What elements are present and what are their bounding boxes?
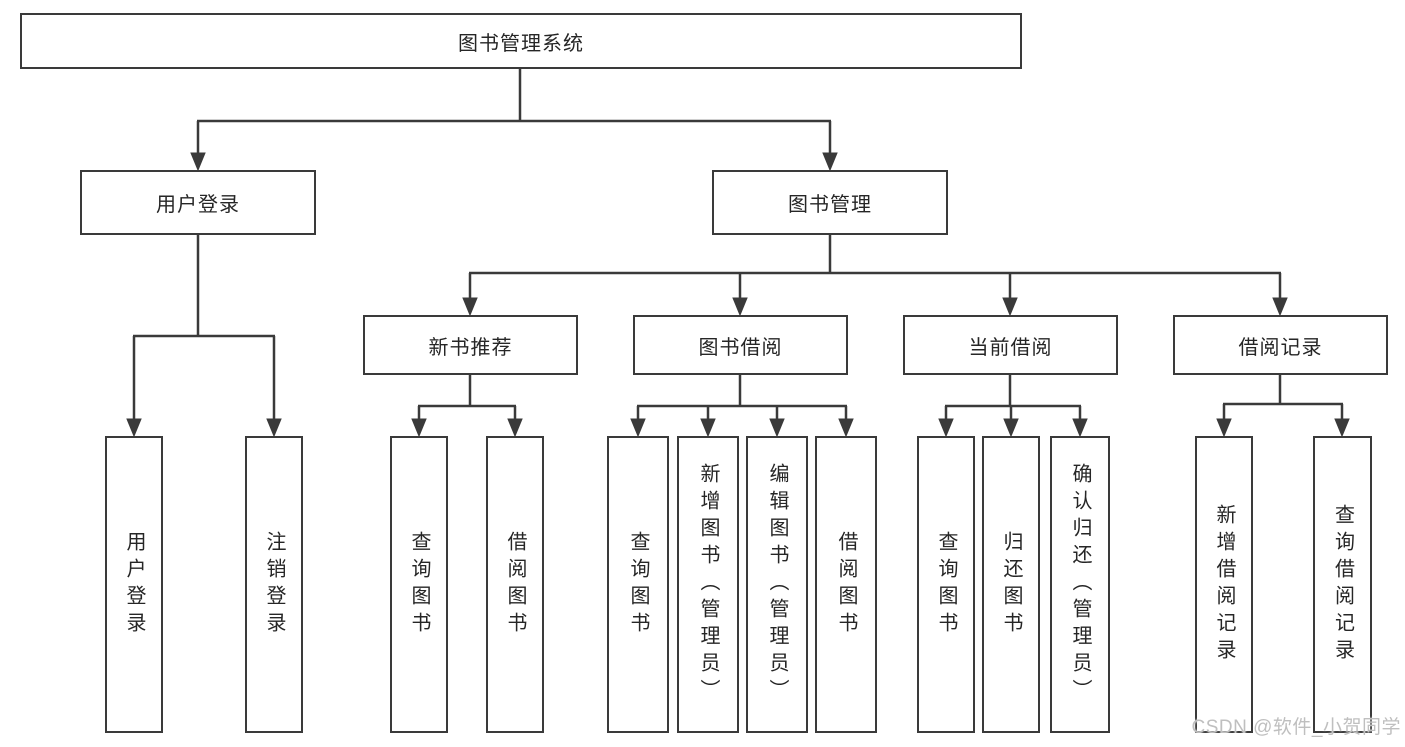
node-user-login-branch: 用户登录 — [80, 170, 316, 235]
leaf-query-books-current: 查询图书 — [917, 436, 975, 733]
leaf-edit-books-admin: 编辑图书（管理员） — [746, 436, 808, 733]
leaf-add-borrow-record: 新增借阅记录 — [1195, 436, 1253, 733]
node-book-management-branch: 图书管理 — [712, 170, 948, 235]
leaf-query-books-recommend: 查询图书 — [390, 436, 448, 733]
leaf-logout: 注销登录 — [245, 436, 303, 733]
leaf-add-books-admin: 新增图书（管理员） — [677, 436, 739, 733]
leaf-query-books-borrow: 查询图书 — [607, 436, 669, 733]
leaf-query-borrow-record: 查询借阅记录 — [1313, 436, 1372, 733]
csdn-watermark: CSDN @软件_小贺同学 — [1191, 717, 1401, 738]
node-book-borrowing: 图书借阅 — [633, 315, 848, 375]
node-borrowing-records: 借阅记录 — [1173, 315, 1388, 375]
node-library-system: 图书管理系统 — [20, 13, 1022, 69]
leaf-user-login: 用户登录 — [105, 436, 163, 733]
leaf-return-books: 归还图书 — [982, 436, 1040, 733]
leaf-borrow-books-recommend: 借阅图书 — [486, 436, 544, 733]
node-new-book-recommend: 新书推荐 — [363, 315, 578, 375]
leaf-borrow-books: 借阅图书 — [815, 436, 877, 733]
node-current-borrowing: 当前借阅 — [903, 315, 1118, 375]
leaf-confirm-return-admin: 确认归还（管理员） — [1050, 436, 1110, 733]
